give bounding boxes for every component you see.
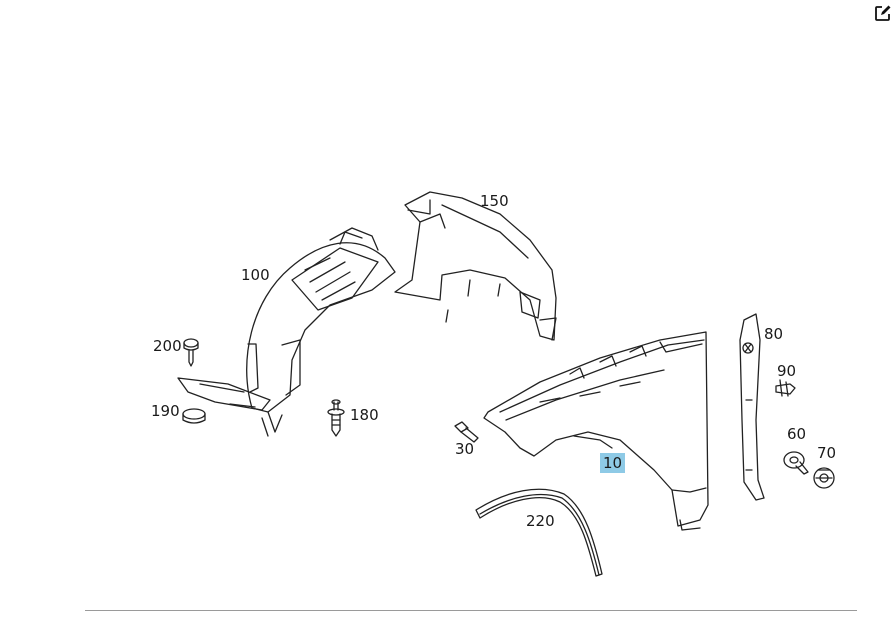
callout-190[interactable]: 190 <box>151 402 180 420</box>
part-150-liner-section[interactable] <box>394 191 557 341</box>
part-180-push-pin[interactable] <box>327 399 345 437</box>
part-220-arch-trim[interactable] <box>475 488 603 577</box>
callout-70[interactable]: 70 <box>817 444 837 462</box>
callout-80[interactable]: 80 <box>764 325 784 343</box>
part-80-mounting-strip[interactable] <box>739 313 765 501</box>
callout-60[interactable]: 60 <box>787 425 807 443</box>
edit-button[interactable] <box>872 2 894 24</box>
callout-30[interactable]: 30 <box>455 440 475 458</box>
edit-icon <box>875 5 891 21</box>
part-30-bolt[interactable] <box>454 421 479 443</box>
callout-90[interactable]: 90 <box>777 362 797 380</box>
part-200-screw[interactable] <box>183 338 199 367</box>
part-90-clip[interactable] <box>775 379 796 397</box>
part-100-wheel-liner[interactable] <box>246 227 396 437</box>
callout-220[interactable]: 220 <box>526 512 555 530</box>
part-10-fender[interactable] <box>483 331 709 531</box>
part-190-bracket[interactable] <box>177 377 271 424</box>
callout-180[interactable]: 180 <box>350 406 379 424</box>
part-60-bolt[interactable] <box>783 451 809 475</box>
callout-10[interactable]: 10 <box>600 453 626 473</box>
callout-150[interactable]: 150 <box>480 192 509 210</box>
callout-100[interactable]: 100 <box>241 266 270 284</box>
callout-200[interactable]: 200 <box>153 337 182 355</box>
footer-divider <box>85 610 857 611</box>
part-70-nut[interactable] <box>813 467 835 489</box>
